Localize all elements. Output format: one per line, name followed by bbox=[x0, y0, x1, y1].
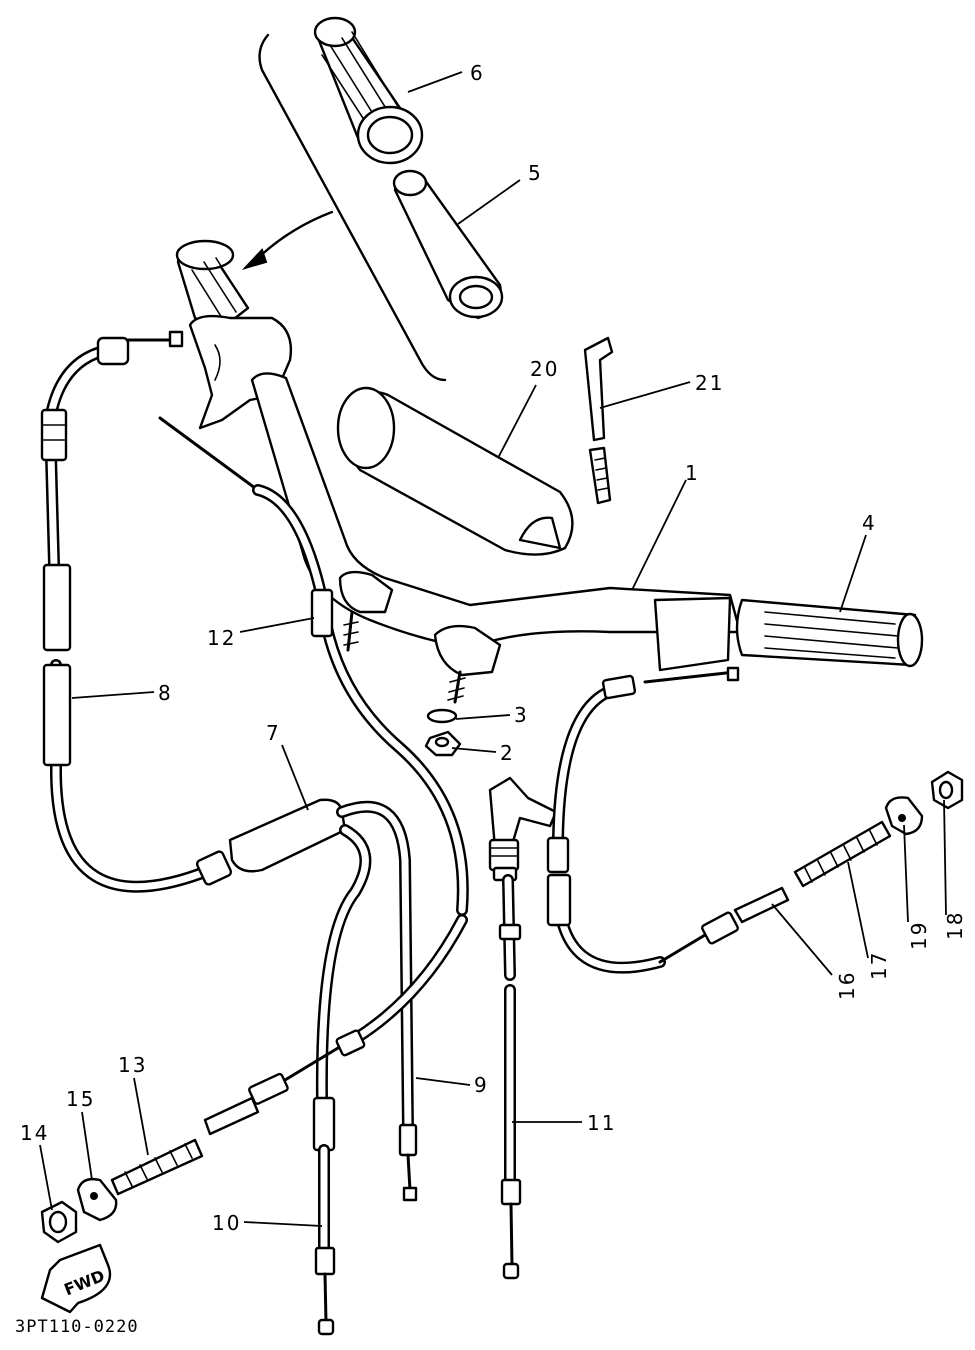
fwd-arrow-icon: FWD bbox=[40, 1243, 112, 1314]
cable-8 bbox=[40, 330, 216, 893]
adjuster-19 bbox=[884, 796, 924, 836]
diagram-code: 3PT110-0220 bbox=[15, 1317, 139, 1337]
callout-7: 7 bbox=[266, 721, 281, 745]
callout-labels: 6 5 20 21 1 4 12 8 7 3 2 9 10 11 13 15 1… bbox=[20, 61, 967, 1235]
cable-12 bbox=[158, 416, 469, 916]
cable-16 bbox=[546, 666, 790, 974]
strap-21 bbox=[583, 336, 614, 505]
cable-11 bbox=[488, 776, 558, 1280]
callout-8: 8 bbox=[158, 681, 173, 705]
callout-14: 14 bbox=[20, 1121, 49, 1145]
leader-lines bbox=[39, 71, 947, 1227]
adjuster-15 bbox=[76, 1177, 118, 1222]
cable-9 bbox=[336, 800, 418, 1202]
spring-17 bbox=[793, 820, 892, 888]
cable-10 bbox=[312, 824, 372, 1336]
callout-11: 11 bbox=[587, 1111, 616, 1135]
callout-10: 10 bbox=[212, 1211, 241, 1235]
callout-9: 9 bbox=[474, 1073, 489, 1097]
right-grip-4 bbox=[735, 598, 924, 668]
nut-14 bbox=[40, 1200, 78, 1244]
callout-6: 6 bbox=[470, 61, 485, 85]
nut-2 bbox=[424, 730, 462, 757]
washer-3 bbox=[426, 708, 458, 724]
left-lever-housing bbox=[188, 314, 293, 430]
callout-21: 21 bbox=[695, 371, 724, 395]
callout-3: 3 bbox=[514, 703, 529, 727]
clamp-right bbox=[433, 624, 502, 704]
callout-4: 4 bbox=[862, 511, 877, 535]
cover-20 bbox=[336, 386, 574, 556]
cable-13 bbox=[110, 914, 468, 1196]
callout-5: 5 bbox=[528, 161, 543, 185]
grip-6 bbox=[313, 16, 424, 165]
callout-16: 16 bbox=[835, 971, 859, 1000]
nut-18 bbox=[930, 770, 964, 810]
throttle-tube-5 bbox=[392, 169, 504, 320]
callout-12: 12 bbox=[207, 626, 236, 650]
callout-17: 17 bbox=[867, 951, 891, 980]
callout-20: 20 bbox=[530, 357, 559, 381]
detail-inset-bracket bbox=[241, 33, 447, 382]
callout-18: 18 bbox=[943, 911, 967, 940]
callout-1: 1 bbox=[685, 461, 700, 485]
callout-19: 19 bbox=[907, 921, 931, 950]
junction-7 bbox=[195, 798, 347, 886]
callout-15: 15 bbox=[66, 1087, 95, 1111]
clamp-left bbox=[338, 570, 394, 652]
callout-13: 13 bbox=[118, 1053, 147, 1077]
callout-2: 2 bbox=[500, 741, 515, 765]
